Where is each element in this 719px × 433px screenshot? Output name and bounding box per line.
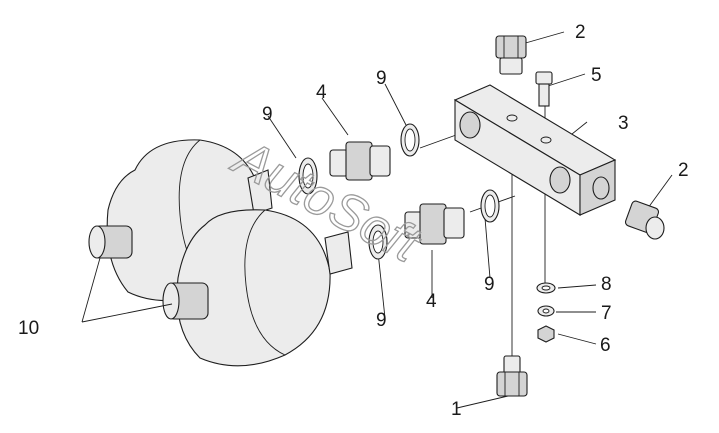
callout-9-lower-right: 9 [484, 274, 495, 295]
callout-7: 7 [601, 303, 612, 324]
callout-4-lower: 4 [426, 291, 437, 312]
seal-rings-9 [298, 123, 500, 260]
callout-2-top: 2 [575, 22, 586, 43]
callout-10: 10 [18, 318, 39, 339]
manifold-block-3 [453, 84, 617, 216]
callout-4-upper: 4 [316, 82, 327, 103]
callout-3: 3 [618, 113, 629, 134]
callout-labels: 1 2 2 3 4 4 5 6 7 8 9 9 9 9 10 [18, 22, 689, 420]
adapter-4-lower [404, 203, 465, 245]
callout-9-upper-right: 9 [376, 68, 387, 89]
receiver-front [162, 209, 353, 367]
callout-9-upper-left: 9 [262, 104, 273, 125]
bolt-5 [535, 71, 553, 107]
callout-9-lower-left: 9 [376, 310, 387, 331]
fitting-2-right [624, 200, 665, 240]
fitting-1 [496, 355, 528, 397]
callout-6: 6 [600, 335, 611, 356]
callout-5: 5 [591, 65, 602, 86]
fitting-2-top [495, 35, 527, 75]
callout-8: 8 [601, 274, 612, 295]
callout-2-right: 2 [678, 160, 689, 181]
nut-6 [537, 325, 555, 343]
adapter-4-upper [329, 141, 391, 181]
washer-8 [536, 282, 556, 294]
callout-1: 1 [451, 399, 462, 420]
washer-7 [537, 305, 555, 317]
